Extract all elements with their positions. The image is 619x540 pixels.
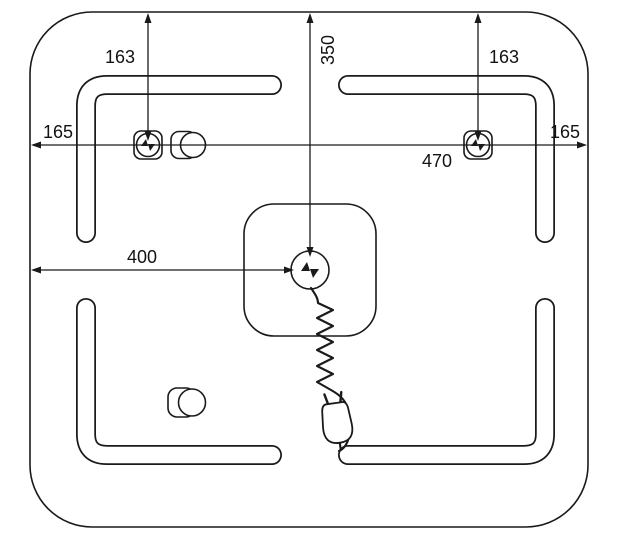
dim-label-width-to-center: 400 [127, 247, 157, 267]
dim-label-offset-top-left: 163 [105, 47, 135, 67]
dim-label-height-to-center: 350 [318, 35, 338, 65]
dim-label-bracket-span: 470 [422, 151, 452, 171]
dimension-line-horizontal-main [31, 141, 587, 149]
led-channel-bottom-right [338, 298, 555, 465]
dimension-line-vertical-center [306, 13, 314, 257]
dim-label-offset-top-right: 163 [489, 47, 519, 67]
dimension-line-horizontal-400 [31, 266, 294, 274]
dim-label-edge-right: 165 [550, 122, 580, 142]
dimension-line-vertical-left [144, 13, 152, 141]
keyhole-fitting-bottom [167, 387, 207, 418]
led-channel-bottom-left [76, 298, 282, 465]
led-channel-top-left [76, 75, 282, 243]
dimension-line-vertical-right [474, 13, 482, 141]
power-plug [321, 390, 354, 451]
led-channel-top-right [338, 75, 555, 243]
dim-label-edge-left: 165 [43, 122, 73, 142]
